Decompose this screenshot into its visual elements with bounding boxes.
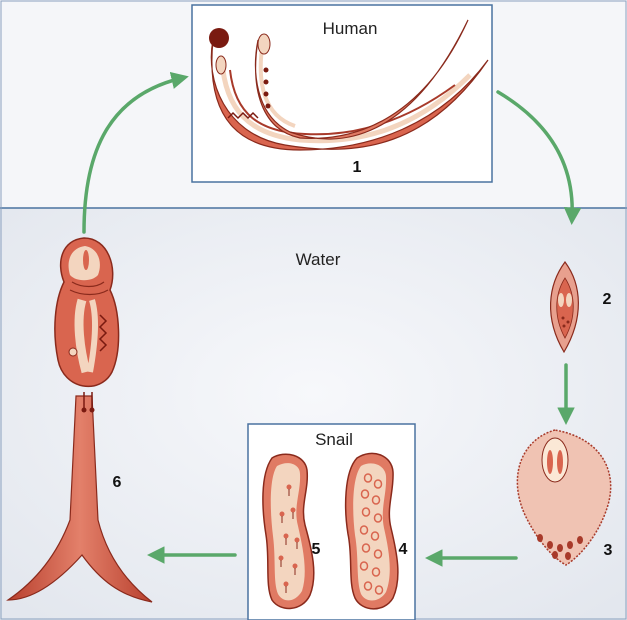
stage-3-label: 3 (604, 542, 613, 559)
stage-4-label: 4 (399, 541, 408, 558)
snail-label: Snail (315, 430, 353, 449)
stage-2-label: 2 (603, 291, 612, 308)
water-label: Water (296, 250, 341, 269)
stage-1-label: 1 (353, 159, 362, 176)
stage-5-label: 5 (312, 541, 321, 558)
human-label: Human (323, 19, 378, 38)
stage-6-label: 6 (113, 474, 122, 491)
daughter-sporocyst-illustration (263, 454, 314, 608)
mother-sporocyst-illustration (346, 453, 398, 608)
